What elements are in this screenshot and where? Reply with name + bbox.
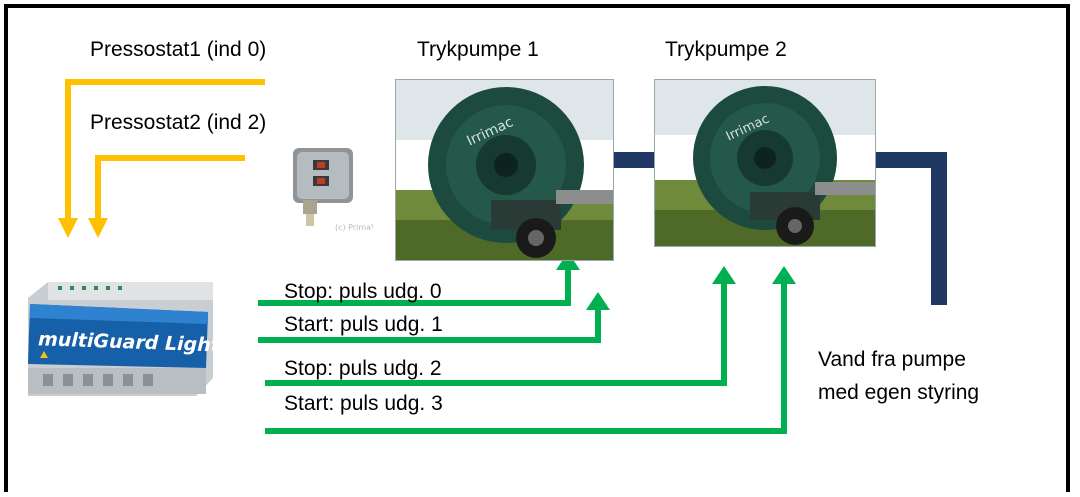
pressostat1-line (65, 79, 265, 220)
start3-arrow (772, 266, 796, 284)
multiguard-controller: multiGuard Light (18, 268, 221, 410)
pressostat1-label: Pressostat1 (ind 0) (90, 38, 267, 61)
stop2-arrow (712, 266, 736, 284)
diagram-frame (4, 4, 1070, 492)
pressostat-image: (c) PrimaVVS (283, 140, 387, 235)
pressostat2-arrow (88, 218, 108, 238)
pressostat2-label: Pressostat2 (ind 2) (90, 111, 267, 134)
pump1-photo: Irrimac (395, 79, 614, 261)
start1-line (258, 310, 601, 343)
stop2-line (265, 284, 727, 386)
pump1-title: Trykpumpe 1 (417, 38, 539, 61)
start1-arrow (586, 292, 610, 310)
start3-line (265, 284, 787, 434)
pressostat-watermark: (c) PrimaVVS (335, 223, 373, 232)
stop0-label: Stop: puls udg. 0 (284, 280, 442, 303)
stop0-line (258, 270, 571, 306)
water-pipe-out (876, 152, 947, 305)
pressostat2-line (95, 155, 245, 220)
water-source-line2: med egen styring (818, 381, 980, 404)
pump2-photo: Irrimac (654, 79, 876, 247)
stop2-label: Stop: puls udg. 2 (284, 357, 442, 380)
pump2-title: Trykpumpe 2 (665, 38, 787, 61)
water-source-line1: Vand fra pumpe (818, 348, 966, 371)
start1-label: Start: puls udg. 1 (284, 313, 443, 336)
pressostat1-arrow (58, 218, 78, 238)
stop0-arrow (556, 252, 580, 270)
start3-label: Start: puls udg. 3 (284, 392, 443, 415)
